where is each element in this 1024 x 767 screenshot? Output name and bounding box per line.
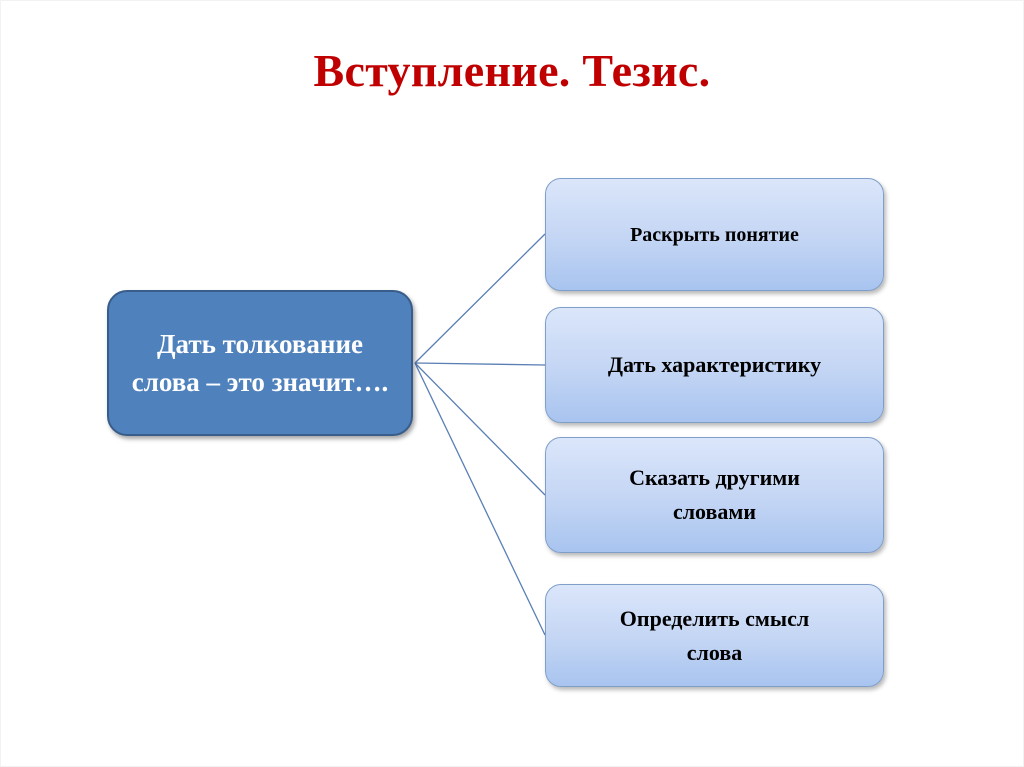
branch-node-2: Дать характеристику bbox=[545, 307, 884, 423]
connector-to-branch-1 bbox=[414, 233, 546, 364]
branch-node-label: Дать характеристику bbox=[607, 352, 822, 377]
branch-node-label: Определить смысл слова bbox=[619, 605, 810, 665]
branch-node-label: Раскрыть понятие bbox=[630, 223, 799, 246]
root-node: Дать толкование слова – это значит…. bbox=[107, 290, 413, 436]
connector-to-branch-3 bbox=[414, 362, 546, 496]
branch-node-3: Сказать другими словами bbox=[545, 437, 884, 553]
branch-node-4: Определить смысл слова bbox=[545, 584, 884, 687]
slide-title: Вступление. Тезис. bbox=[313, 45, 711, 96]
branch-node-label: Сказать другими словами bbox=[629, 465, 800, 524]
connector-to-branch-4 bbox=[414, 362, 546, 636]
connector-to-branch-2 bbox=[414, 362, 546, 366]
root-node-label: Дать толкование слова – это значит…. bbox=[131, 329, 389, 397]
branch-node-1: Раскрыть понятие bbox=[545, 178, 884, 291]
